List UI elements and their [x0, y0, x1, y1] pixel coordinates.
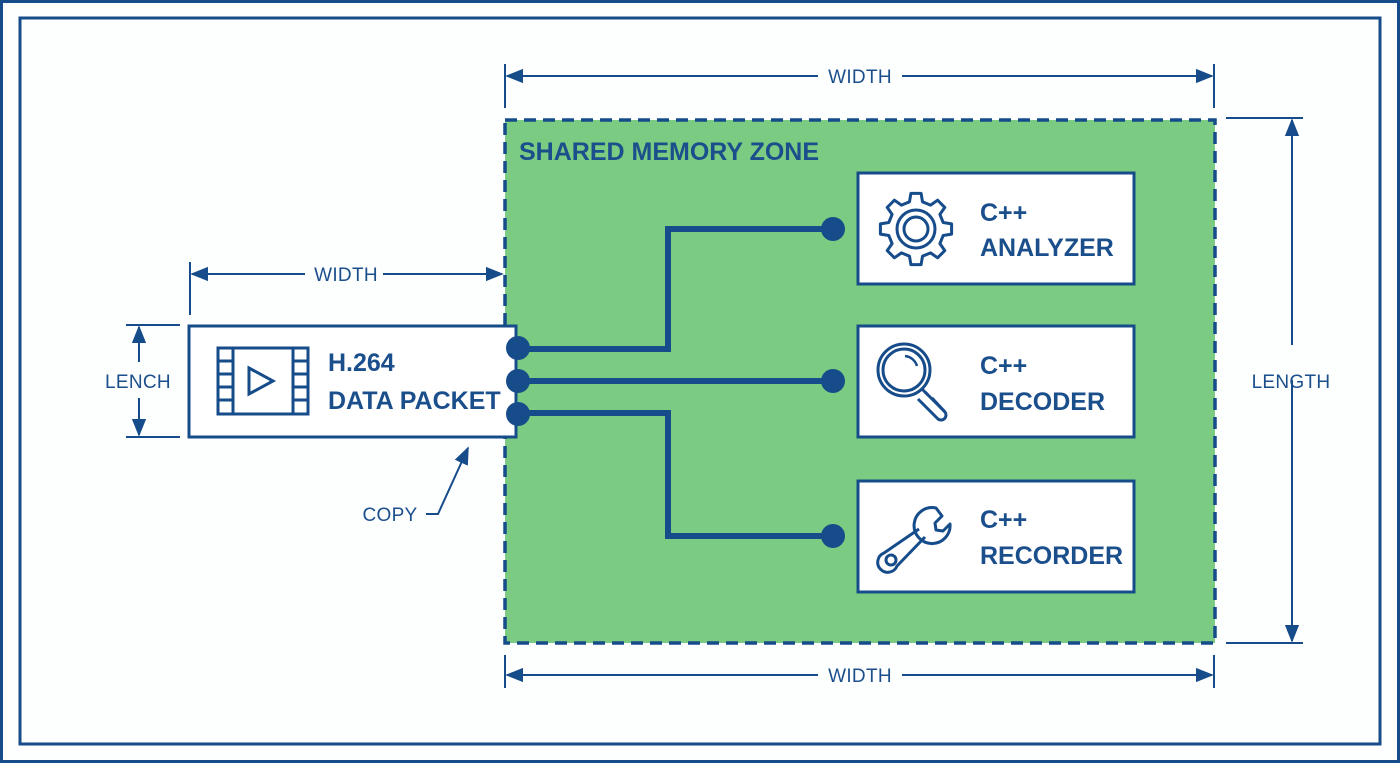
packet-port-3	[506, 402, 530, 426]
gear-icon	[878, 191, 954, 267]
copy-label: COPY	[362, 505, 417, 526]
packet-title-line2: DATA PACKET	[328, 387, 501, 415]
data-packet-box[interactable]: H.264 DATA PACKET	[187, 324, 518, 439]
connector-ports	[506, 217, 845, 548]
module-recorder[interactable]: C++ RECORDER	[856, 479, 1136, 594]
inner-frame	[18, 16, 1382, 746]
wrench-icon	[876, 506, 952, 574]
film-play-icon	[216, 346, 310, 416]
packet-length-label: LENCH	[105, 372, 171, 393]
recorder-line2: RECORDER	[980, 542, 1123, 570]
zone-length-label: LENGTH	[1252, 372, 1331, 393]
decoder-line2: DECODER	[980, 388, 1105, 416]
module-decoder[interactable]: C++ DECODER	[856, 324, 1136, 439]
connectors	[518, 226, 832, 539]
zone-top-width-dimension: WIDTH	[504, 64, 1215, 108]
copy-callout: COPY	[362, 446, 469, 526]
analyzer-line1: C++	[980, 199, 1027, 227]
zone-bottom-width-dimension: WIDTH	[504, 655, 1215, 688]
recorder-port	[821, 524, 845, 548]
connector-recorder	[518, 410, 832, 539]
packet-width-label: WIDTH	[314, 265, 378, 286]
decoder-line1: C++	[980, 352, 1027, 380]
analyzer-port	[821, 217, 845, 241]
decoder-port	[821, 369, 845, 393]
packet-title-line1: H.264	[328, 349, 395, 377]
recorder-line1: C++	[980, 506, 1027, 534]
zone-top-width-label: WIDTH	[828, 67, 892, 88]
packet-port-2	[506, 369, 530, 393]
packet-width-dimension: WIDTH	[189, 262, 504, 315]
packet-length-dimension: LENCH	[105, 324, 180, 438]
zone-length-dimension: LENGTH	[1226, 117, 1331, 644]
zone-bottom-width-label: WIDTH	[828, 666, 892, 687]
zone-title: SHARED MEMORY ZONE	[519, 138, 819, 166]
connector-analyzer	[518, 226, 832, 352]
module-analyzer[interactable]: C++ ANALYZER	[856, 171, 1136, 286]
magnifier-icon	[876, 342, 948, 422]
packet-port-1	[506, 336, 530, 360]
analyzer-line2: ANALYZER	[980, 234, 1114, 262]
